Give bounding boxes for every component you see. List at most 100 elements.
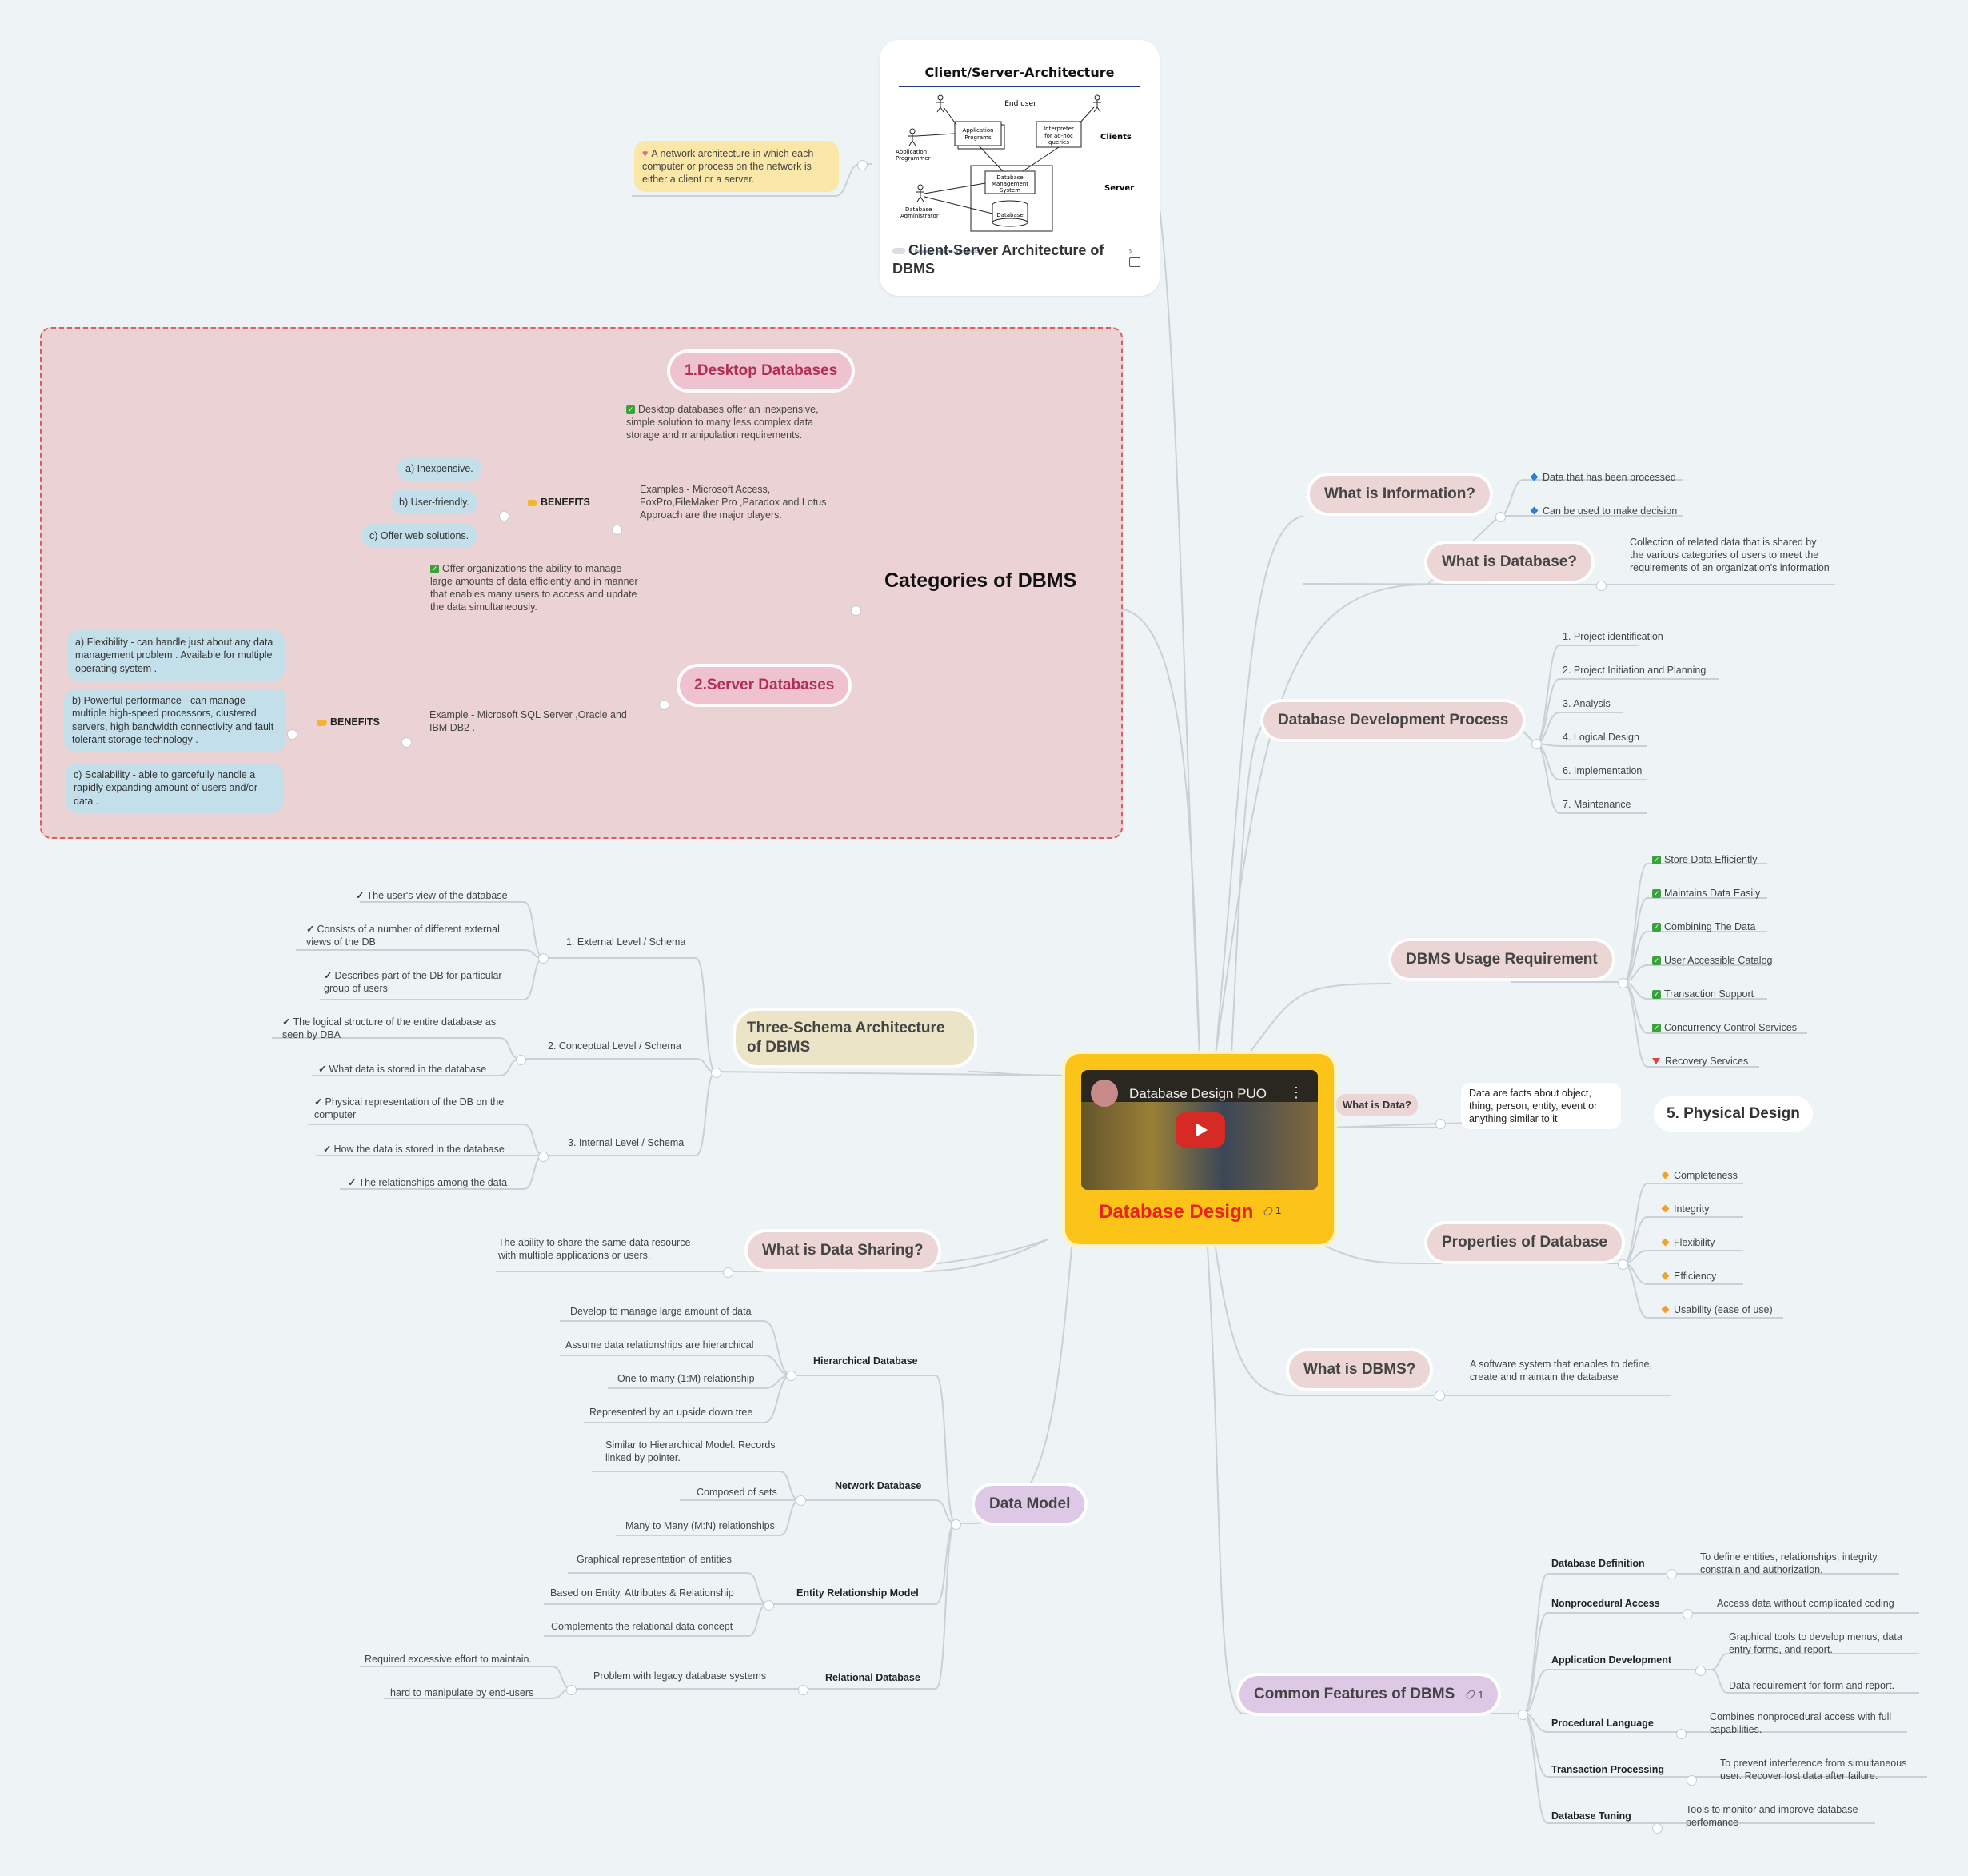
connector-dot	[1518, 1710, 1528, 1720]
svg-text:Management: Management	[992, 181, 1028, 187]
what-is-database-node[interactable]: What is Database?	[1427, 544, 1591, 581]
desktop-benefit-item[interactable]: b) User-friendly.	[391, 490, 477, 515]
schema-item: ✓Physical representation of the DB on th…	[314, 1096, 505, 1120]
tick-icon: ✓	[324, 970, 333, 981]
feature-label: Database Definition	[1551, 1558, 1645, 1569]
usage-item: ✓Combining The Data	[1652, 921, 1756, 932]
connector-dot	[851, 605, 861, 616]
server-databases-desc: ✓Offer organizations the ability to mana…	[430, 563, 638, 613]
schema-level-label: 1. External Level / Schema	[566, 936, 686, 948]
usage-requirement-node[interactable]: DBMS Usage Requirement	[1391, 941, 1612, 978]
more-options-icon[interactable]: ⋮	[1289, 1084, 1303, 1100]
pointing-hand-icon	[528, 499, 537, 506]
model-item: One to many (1:M) relationship	[617, 1373, 755, 1384]
svg-text:Programs: Programs	[964, 134, 992, 141]
svg-text:Database: Database	[905, 206, 932, 213]
data-sharing-text: The ability to share the same data resou…	[498, 1237, 691, 1261]
connector-dot	[499, 511, 509, 521]
feature-desc: Combines nonprocedural access with full …	[1710, 1711, 1892, 1735]
check-icon: ✓	[430, 565, 439, 574]
client-server-note[interactable]: ♥A network architecture in which each co…	[634, 141, 839, 192]
diamond-icon	[1661, 1171, 1670, 1179]
what-is-data-node[interactable]: What is Data?	[1336, 1094, 1418, 1116]
connector-dot	[1596, 581, 1607, 591]
desktop-databases-node[interactable]: 1.Desktop Databases	[670, 353, 852, 389]
client-server-caption: Client-Server Architecture of DBMS	[892, 242, 1104, 277]
property-item: Flexibility	[1660, 1236, 1715, 1249]
usage-item: ✓Store Data Efficiently	[1652, 854, 1758, 865]
central-title: Database Design	[1099, 1201, 1254, 1223]
usage-item: ✓Concurrency Control Services	[1652, 1022, 1798, 1033]
connector-dot	[538, 953, 549, 964]
connector-dot	[1667, 1569, 1677, 1579]
server-benefit-item[interactable]: b) Powerful performance - can manage mul…	[64, 689, 286, 752]
check-icon: ✓	[1652, 889, 1661, 899]
desktop-benefit-item[interactable]: a) Inexpensive.	[397, 457, 481, 481]
desktop-benefit-item[interactable]: c) Offer web solutions.	[361, 524, 477, 549]
three-schema-node[interactable]: Three-Schema Architecture of DBMS	[736, 1011, 974, 1065]
server-databases-node[interactable]: 2.Server Databases	[680, 667, 849, 704]
diagram-title: Client/Server-Architecture	[925, 65, 1115, 80]
model-item: Complements the relational data concept	[551, 1621, 733, 1632]
heart-icon: ♥	[642, 148, 649, 159]
svg-text:Database: Database	[996, 212, 1023, 218]
image-icon[interactable]	[1129, 257, 1140, 267]
tick-icon: ✓	[323, 1144, 332, 1155]
model-type-label: Hierarchical Database	[813, 1355, 918, 1367]
diamond-icon	[1661, 1271, 1670, 1280]
model-item: Develop to manage large amount of data	[570, 1306, 752, 1317]
check-icon: ✓	[1652, 956, 1661, 966]
properties-node[interactable]: Properties of Database	[1427, 1224, 1622, 1261]
cloud-icon	[892, 248, 905, 255]
dev-process-step: 2. Project Initiation and Planning	[1563, 665, 1707, 676]
information-item: Can be used to make decision	[1529, 505, 1677, 517]
central-topic[interactable]: Database Design PUO ⋮ Database Design 1	[1065, 1054, 1334, 1244]
svg-text:Application: Application	[962, 127, 993, 134]
connector-dot	[1531, 739, 1542, 749]
dev-process-step: 6. Implementation	[1563, 765, 1643, 776]
property-item: Completeness	[1660, 1169, 1738, 1182]
video-thumbnail[interactable]: Database Design PUO ⋮	[1081, 1070, 1318, 1190]
connector-dot	[1652, 1823, 1663, 1834]
red-triangle-icon	[1652, 1058, 1660, 1064]
dev-process-step: 3. Analysis	[1563, 698, 1611, 709]
central-link-count[interactable]: 1	[1262, 1204, 1281, 1217]
feature-desc: Data requirement for form and report.	[1729, 1680, 1895, 1691]
categories-title[interactable]: Categories of DBMS	[884, 569, 1077, 592]
diamond-icon	[1661, 1305, 1670, 1314]
feature-label: Transaction Processing	[1551, 1764, 1665, 1775]
svg-text:Administrator: Administrator	[900, 213, 939, 219]
pointing-hand-icon	[317, 719, 327, 726]
dev-process-node[interactable]: Database Development Process	[1263, 702, 1523, 739]
client-server-diagram-image: Client/Server-Architecture End user Appl…	[896, 65, 1140, 254]
data-model-node[interactable]: Data Model	[975, 1486, 1085, 1523]
check-icon: ✓	[1652, 1024, 1661, 1033]
svg-text:System: System	[1000, 187, 1020, 194]
server-benefit-item[interactable]: c) Scalability - able to garcefully hand…	[66, 763, 283, 813]
diagram-server-label: Server	[1104, 184, 1134, 193]
svg-text:for ad-hoc: for ad-hoc	[1044, 133, 1073, 139]
what-is-information-node[interactable]: What is Information?	[1310, 476, 1490, 513]
connector-dot	[1695, 1666, 1706, 1676]
connector-dot	[723, 1267, 733, 1278]
client-server-card[interactable]: Client/Server-Architecture End user Appl…	[880, 40, 1160, 296]
connector-dot	[401, 737, 412, 748]
connector-dot	[612, 525, 622, 535]
server-benefits-label: BENEFITS	[317, 716, 380, 728]
model-item: Problem with legacy database systems	[593, 1670, 767, 1682]
what-is-dbms-node[interactable]: What is DBMS?	[1289, 1351, 1431, 1388]
diamond-icon	[1661, 1238, 1670, 1247]
feature-label: Nonprocedural Access	[1551, 1598, 1660, 1609]
tick-icon: ✓	[314, 1096, 323, 1108]
feature-desc: Graphical tools to develop menus, data e…	[1729, 1631, 1902, 1655]
model-type-label: Relational Database	[825, 1672, 920, 1683]
server-benefit-item[interactable]: a) Flexibility - can handle just about a…	[67, 630, 285, 681]
physical-design-node[interactable]: 5. Physical Design	[1654, 1096, 1813, 1132]
tick-icon: ✓	[306, 924, 315, 935]
data-sharing-node[interactable]: What is Data Sharing?	[748, 1232, 938, 1269]
play-button-icon[interactable]	[1176, 1112, 1225, 1148]
connector-dot	[659, 700, 669, 710]
check-icon: ✓	[626, 405, 635, 415]
connector-dot	[711, 1068, 721, 1078]
